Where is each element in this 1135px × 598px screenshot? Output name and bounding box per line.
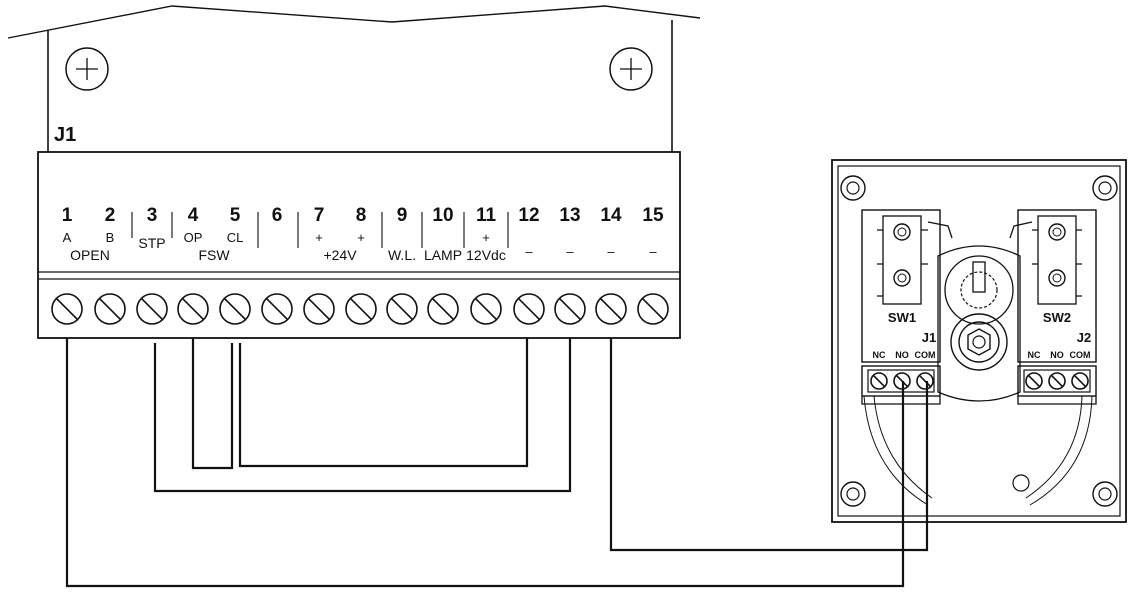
terminal-3-number: 3 — [147, 205, 158, 226]
control-board: J1 — [7, 5, 701, 339]
terminal-14-number: 14 — [600, 205, 622, 226]
terminal-10-sub: LAMP — [424, 247, 462, 263]
terminal-13-sub: – — [566, 244, 574, 259]
terminal-7-number: 7 — [314, 205, 325, 226]
sw2-pin-com: COM — [1070, 350, 1091, 360]
sw2-label: SW2 — [1043, 310, 1071, 325]
wire-t5-to-t12 — [238, 338, 529, 468]
screw-terminal-3-icon — [136, 293, 168, 325]
board-connector-label: J1 — [54, 124, 76, 146]
sw2-pin-no: NO — [1050, 350, 1064, 360]
sw2-screw-icon — [1048, 372, 1066, 390]
sw1-pin-no: NO — [895, 350, 909, 360]
terminal-2-number: 2 — [105, 205, 116, 226]
screw-terminals — [51, 293, 669, 325]
terminal-3-sub: STP — [138, 235, 165, 251]
group-label-12vdc: 12Vdc — [466, 247, 506, 263]
terminal-1-number: 1 — [62, 205, 73, 226]
terminal-8-number: 8 — [356, 205, 367, 226]
terminal-7-sub: + — [315, 230, 323, 245]
screw-terminal-1-icon — [51, 293, 83, 325]
sw1-connector-label: J1 — [922, 330, 936, 345]
sw2-connector-label: J2 — [1077, 330, 1091, 345]
wiring — [65, 338, 929, 588]
terminal-9-number: 9 — [397, 205, 408, 226]
screw-terminal-6-icon — [261, 293, 293, 325]
terminal-10-number: 10 — [432, 205, 453, 226]
group-label-open: OPEN — [70, 247, 110, 263]
screw-terminal-11-icon — [470, 293, 502, 325]
sw1-screw-icon — [916, 372, 934, 390]
group-label-fsw: FSW — [198, 247, 230, 263]
limit-switch-sw2: SW2 J2 NC NO COM — [1009, 209, 1097, 405]
sw1-contact-top-icon — [893, 223, 911, 241]
sw1-contact-bottom-icon — [893, 269, 911, 287]
sw2-screw-icon — [1071, 372, 1089, 390]
terminal-6-number: 6 — [272, 205, 283, 226]
terminal-9-sub: W.L. — [388, 247, 416, 263]
terminal-12-number: 12 — [518, 205, 539, 226]
terminal-5-number: 5 — [230, 205, 241, 226]
box-corner-screw-icon — [1092, 175, 1118, 201]
screw-terminal-4-icon — [177, 293, 209, 325]
terminal-15-sub: – — [649, 244, 657, 259]
limit-switch-box: SW1 J1 NC NO COM SW2 J2 NC NO COM — [831, 159, 1127, 523]
terminal-15-number: 15 — [642, 205, 664, 226]
group-label-24v: +24V — [323, 247, 357, 263]
sw2-pin-nc: NC — [1028, 350, 1041, 360]
sw2-contact-top-icon — [1048, 223, 1066, 241]
screw-terminal-10-icon — [427, 293, 459, 325]
sw1-label: SW1 — [888, 310, 916, 325]
terminal-11-sub: + — [482, 230, 490, 245]
mounting-screw-right-icon — [609, 47, 653, 91]
screw-terminal-9-icon — [386, 293, 418, 325]
cam-shaft-assembly — [937, 245, 1021, 402]
screw-terminal-14-icon — [595, 293, 627, 325]
screw-terminal-2-icon — [94, 293, 126, 325]
screw-terminal-13-icon — [554, 293, 586, 325]
screw-terminal-5-icon — [219, 293, 251, 325]
terminal-4-sub: OP — [184, 230, 203, 245]
box-corner-screw-icon — [840, 481, 866, 507]
terminal-5-sub: CL — [227, 230, 244, 245]
screw-terminal-12-icon — [513, 293, 545, 325]
sw2-contact-bottom-icon — [1048, 269, 1066, 287]
terminal-14-sub: – — [607, 244, 615, 259]
terminal-4-number: 4 — [188, 205, 199, 226]
box-small-hole-icon — [1012, 474, 1030, 492]
terminal-1-sub: A — [63, 230, 72, 245]
terminal-12-sub: – — [525, 244, 533, 259]
screw-terminal-15-icon — [637, 293, 669, 325]
sw1-pin-nc: NC — [873, 350, 886, 360]
box-corner-screw-icon — [840, 175, 866, 201]
terminal-11-number: 11 — [476, 205, 497, 226]
sw1-pin-com: COM — [915, 350, 936, 360]
screw-terminal-7-icon — [303, 293, 335, 325]
wire-t3-to-t13 — [153, 338, 572, 493]
wire-t14-to-sw1-com — [609, 338, 929, 552]
terminal-labels: 1 2 3 4 5 6 7 8 9 10 11 12 13 14 15 A B … — [62, 205, 664, 263]
terminal-2-sub: B — [106, 230, 115, 245]
terminal-13-number: 13 — [559, 205, 580, 226]
limit-switch-sw1: SW1 J1 NC NO COM — [861, 209, 953, 405]
screw-terminal-8-icon — [345, 293, 377, 325]
mounting-screw-left-icon — [65, 47, 109, 91]
sw1-screw-icon — [870, 372, 888, 390]
wire-t1-to-sw1-no — [65, 338, 905, 588]
switch-screw-terminals — [870, 372, 1089, 390]
wire-t4-jumper — [191, 338, 234, 470]
sw2-screw-icon — [1025, 372, 1043, 390]
box-corner-screw-icon — [1092, 481, 1118, 507]
terminal-8-sub: + — [357, 230, 365, 245]
